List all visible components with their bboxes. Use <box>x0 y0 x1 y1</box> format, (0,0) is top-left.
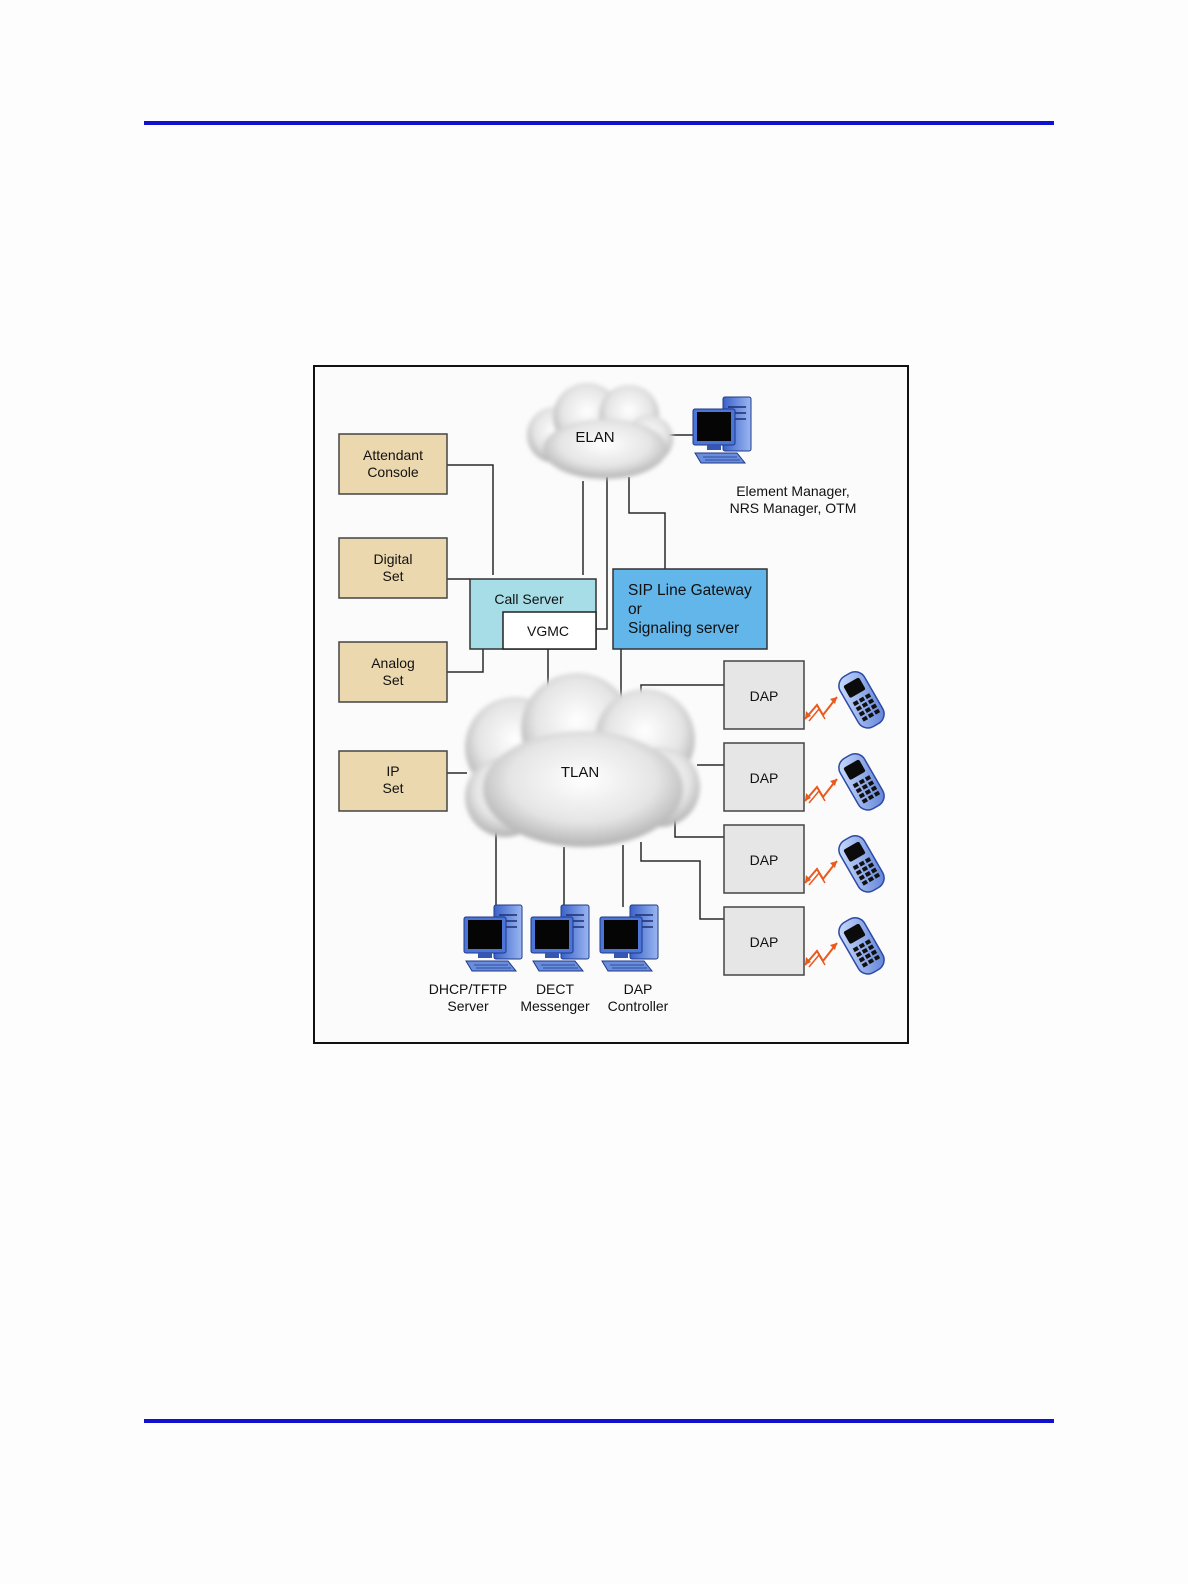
computer-icon <box>464 905 522 971</box>
svg-text:Controller: Controller <box>608 998 669 1014</box>
svg-text:Set: Set <box>382 780 403 796</box>
svg-text:Analog: Analog <box>371 655 415 671</box>
svg-text:DAP: DAP <box>750 852 779 868</box>
svg-text:DECT: DECT <box>536 981 575 997</box>
svg-text:Server: Server <box>447 998 489 1014</box>
dap-1: DAP <box>724 661 888 732</box>
computer-icon <box>600 905 658 971</box>
svg-text:DAP: DAP <box>750 934 779 950</box>
svg-text:SIP Line Gateway: SIP Line Gateway <box>628 582 752 599</box>
svg-text:Messenger: Messenger <box>520 998 590 1014</box>
computer-icon <box>693 397 751 463</box>
digital-set: Digital Set <box>339 538 447 598</box>
dap-3: DAP <box>724 825 888 896</box>
svg-text:Attendant: Attendant <box>363 447 423 463</box>
svg-text:Digital: Digital <box>374 551 413 567</box>
analog-set: Analog Set <box>339 642 447 702</box>
svg-text:DAP: DAP <box>750 688 779 704</box>
ip-set: IP Set <box>339 751 447 811</box>
tlan-cloud-icon <box>465 673 700 847</box>
dap-4: DAP <box>724 907 888 978</box>
radio-link-icon <box>805 697 837 721</box>
cell-phone-icon <box>835 914 888 978</box>
dap-controller: DAP Controller <box>600 905 669 1014</box>
svg-text:Set: Set <box>382 672 403 688</box>
svg-text:Set: Set <box>382 568 403 584</box>
elan-cloud: ELAN <box>527 383 673 479</box>
elan-label: ELAN <box>575 429 614 446</box>
svg-text:IP: IP <box>386 763 399 779</box>
line-attendant-callserver <box>447 465 493 575</box>
line-analog-callserver <box>447 649 483 672</box>
svg-text:Call Server: Call Server <box>494 591 564 607</box>
radio-link-icon <box>805 943 837 967</box>
line-elan-sip <box>629 477 665 569</box>
sip-line-gateway: SIP Line Gateway or Signaling server <box>613 569 767 649</box>
svg-text:Console: Console <box>367 464 419 480</box>
vgmc-card: VGMC <box>503 612 596 649</box>
cell-phone-icon <box>835 832 888 896</box>
dap-2: DAP <box>724 743 888 814</box>
attendant-console: Attendant Console <box>339 434 447 494</box>
dhcp-tftp-server: DHCP/TFTP Server <box>429 905 522 1014</box>
svg-text:DHCP/TFTP: DHCP/TFTP <box>429 981 508 997</box>
cell-phone-icon <box>835 668 888 732</box>
header-rule <box>144 121 1054 125</box>
call-server: Call Server VGMC <box>470 579 596 649</box>
svg-text:or: or <box>628 601 642 618</box>
line-elan-vgmc <box>595 477 607 629</box>
footer-rule <box>144 1419 1054 1423</box>
network-diagram-figure: ELAN TLAN Attendant Console Digital Set … <box>313 365 909 1044</box>
radio-link-icon <box>805 861 837 885</box>
svg-text:Signaling server: Signaling server <box>628 620 739 637</box>
tlan-cloud: TLAN <box>465 673 700 847</box>
svg-text:DAP: DAP <box>750 770 779 786</box>
element-manager: Element Manager, NRS Manager, OTM <box>693 397 856 516</box>
tlan-label: TLAN <box>561 764 599 781</box>
radio-link-icon <box>805 779 837 803</box>
svg-text:VGMC: VGMC <box>527 623 569 639</box>
network-diagram: ELAN TLAN Attendant Console Digital Set … <box>315 367 907 1042</box>
svg-text:DAP: DAP <box>624 981 653 997</box>
dect-messenger: DECT Messenger <box>520 905 590 1014</box>
svg-text:Element Manager,: Element Manager, <box>736 483 850 499</box>
computer-icon <box>531 905 589 971</box>
svg-text:NRS Manager, OTM: NRS Manager, OTM <box>730 500 857 516</box>
cell-phone-icon <box>835 750 888 814</box>
